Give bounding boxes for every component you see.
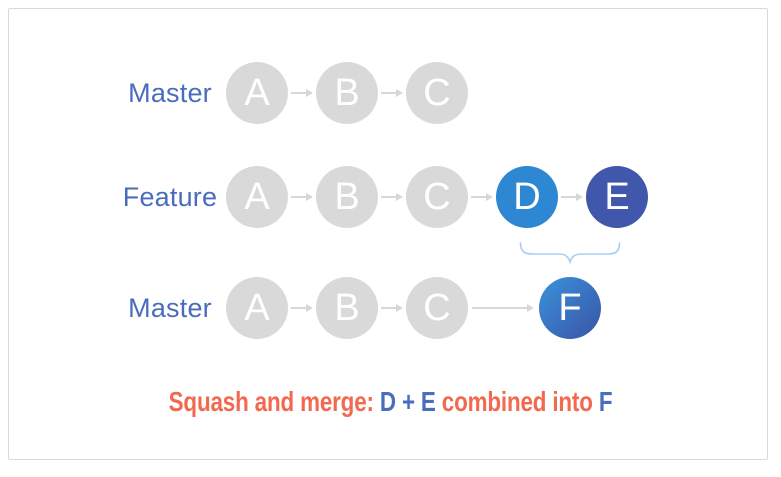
commit-node-master2-b: B	[316, 277, 378, 339]
commit-node-feature-b: B	[316, 166, 378, 228]
branch-label-master-top: Master	[128, 78, 212, 108]
arrow-icon	[471, 193, 493, 201]
commit-node-feature-e: E	[586, 166, 648, 228]
arrow-icon	[561, 193, 583, 201]
commit-letter: A	[244, 72, 270, 114]
commit-letter: B	[334, 176, 360, 218]
branch-label-feature: Feature	[122, 182, 218, 212]
commit-node-master2-a: A	[226, 277, 288, 339]
commit-letter: C	[423, 176, 451, 218]
commit-letter: B	[334, 72, 360, 114]
arrow-icon	[381, 89, 403, 97]
commit-node-master1-b: B	[316, 62, 378, 124]
branch-label-master-bottom: Master	[128, 293, 212, 323]
commit-node-master1-c: C	[406, 62, 468, 124]
caption-segment-combined: combined into	[435, 386, 599, 417]
commit-letter: F	[558, 287, 582, 329]
caption-segment-squash: Squash and merge:	[168, 386, 380, 417]
commit-node-master2-c: C	[406, 277, 468, 339]
arrow-icon	[291, 89, 313, 97]
diagram-frame-border	[8, 8, 768, 460]
commit-node-feature-c: C	[406, 166, 468, 228]
commit-letter: D	[513, 176, 541, 218]
caption-text: Squash and merge: D + E combined into F	[78, 386, 703, 418]
caption-segment-d-plus-e: D + E	[379, 386, 436, 417]
commit-letter: A	[244, 287, 270, 329]
commit-letter: C	[423, 72, 451, 114]
arrow-icon	[381, 193, 403, 201]
arrow-icon	[291, 193, 313, 201]
caption-segment-f: F	[598, 386, 613, 417]
arrow-icon	[381, 304, 403, 312]
arrow-icon	[291, 304, 313, 312]
commit-node-feature-a: A	[226, 166, 288, 228]
commit-letter: C	[423, 287, 451, 329]
commit-node-master2-f: F	[539, 277, 601, 339]
squash-brace-icon	[519, 242, 621, 265]
long-arrow-icon	[472, 304, 534, 312]
commit-letter: E	[604, 176, 630, 218]
commit-letter: A	[244, 176, 270, 218]
commit-letter: B	[334, 287, 360, 329]
commit-node-master1-a: A	[226, 62, 288, 124]
commit-node-feature-d: D	[496, 166, 558, 228]
